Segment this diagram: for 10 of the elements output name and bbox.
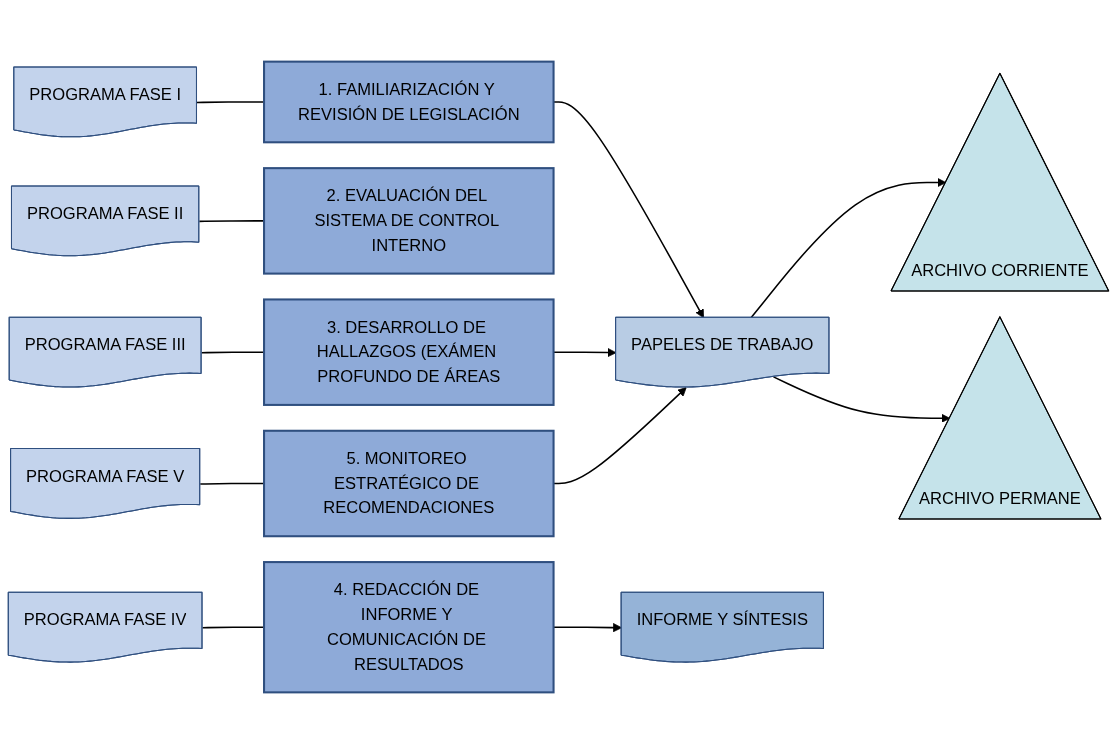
connector xyxy=(196,101,265,104)
node-box: 2. EVALUACIÓN DEL SISTEMA DE CONTROL INTERNO xyxy=(263,167,555,275)
node-box: 4. REDACCIÓN DE INFORME Y COMUNICACIÓN DE RESULTADOS xyxy=(263,561,555,694)
node-box: 1. FAMILIARIZACIÓN Y REVISIÓN DE LEGISLACIÓN xyxy=(263,60,555,144)
connector xyxy=(201,626,265,629)
node-box: 5. MONITOREO ESTRATÉGICO DE RECOMENDACIONES xyxy=(263,429,555,538)
connector xyxy=(198,220,265,223)
connector xyxy=(199,482,265,485)
connector xyxy=(200,351,265,354)
node-box: 3. DESARROLLO DE HALLAZGOS (EXÁMEN PROFUNDO DE ÁREAS xyxy=(263,298,555,406)
